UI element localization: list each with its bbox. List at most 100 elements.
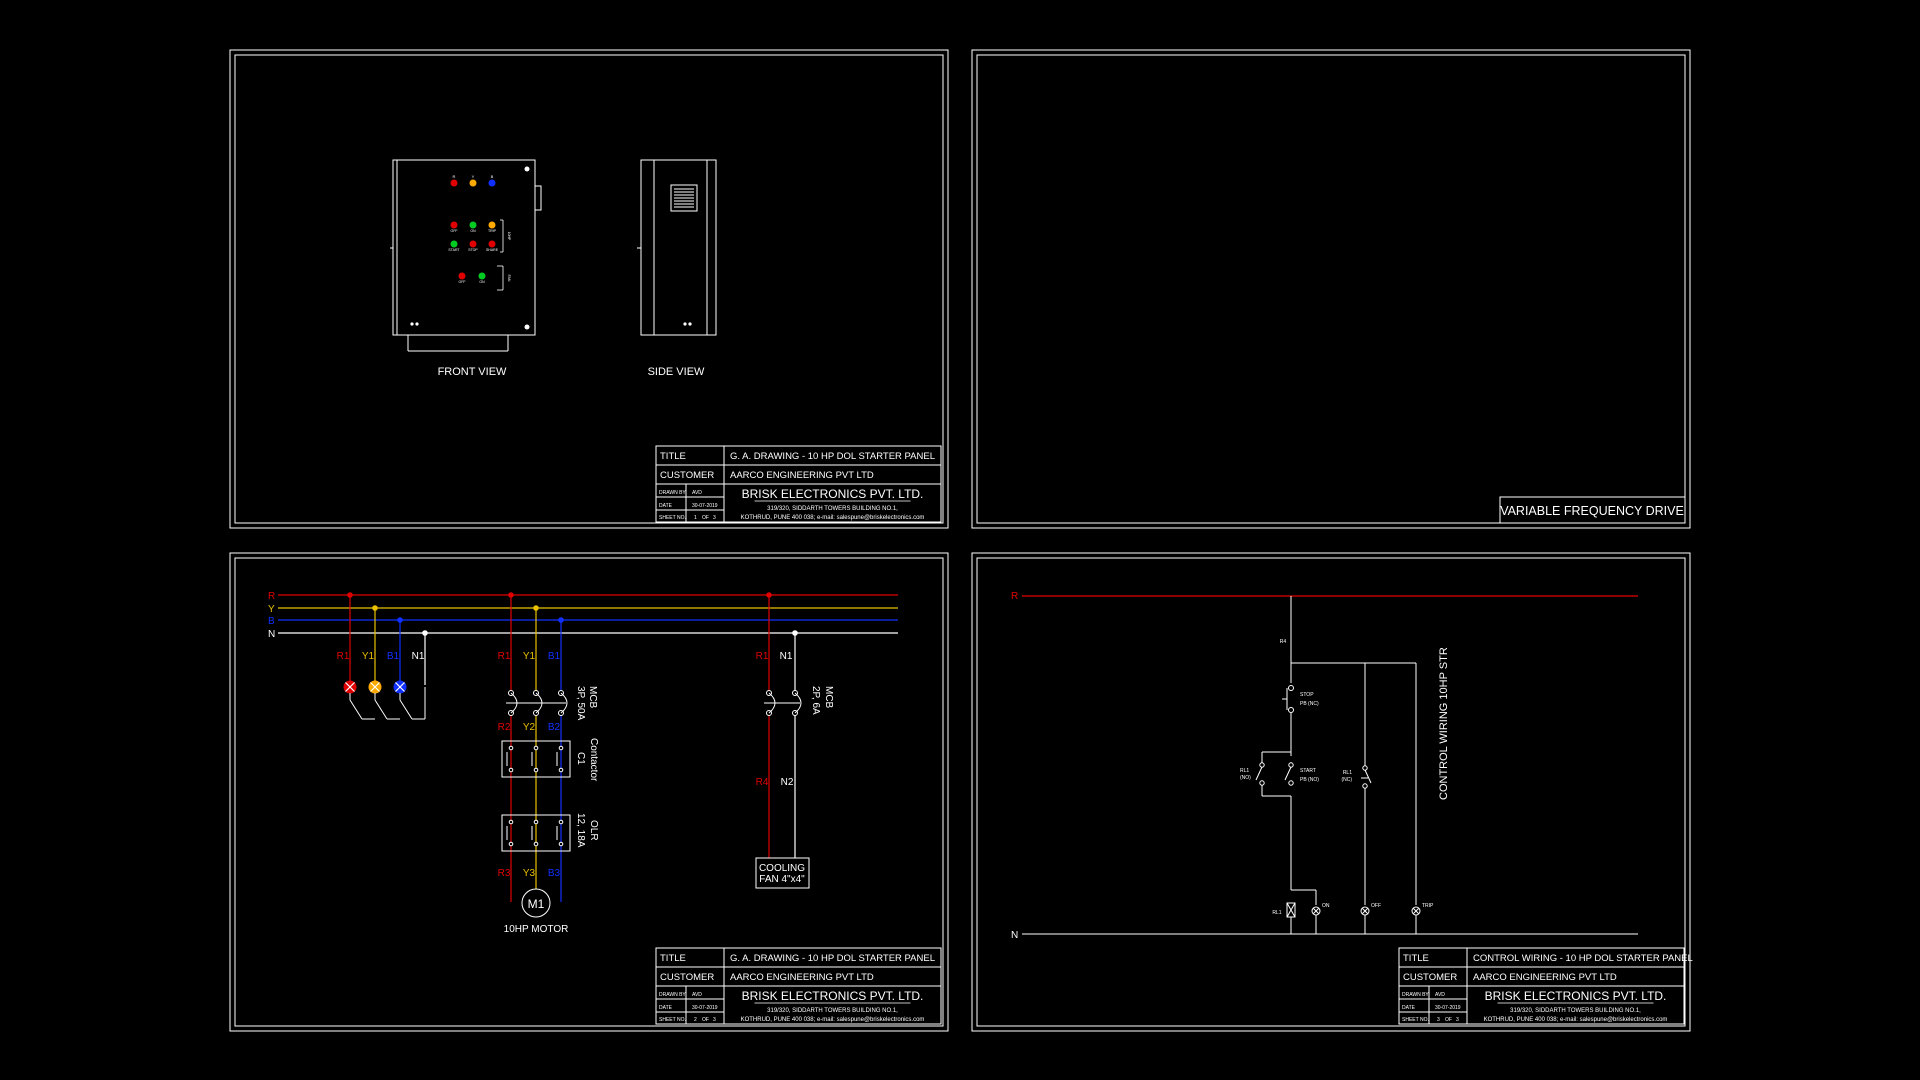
sheet-total-value: 3 [713, 1017, 716, 1023]
start-pb-label: START [1300, 768, 1316, 774]
relay-no-contact [1255, 766, 1263, 781]
olr-terminal [508, 819, 514, 825]
sheet-no-label: SHEET NO. [659, 515, 686, 521]
motor-indicator-lamp-icon [450, 221, 458, 229]
vfd-label-block: VARIABLE FREQUENCY DRIVE [1499, 496, 1686, 524]
fan-indicator-lamp-icon [458, 272, 466, 280]
group-bracket-label: 10HP [507, 232, 511, 241]
wire-number-label: R1 [756, 651, 769, 662]
phase-lamp-label: R [453, 174, 456, 179]
cooling-fan-label: COOLING [759, 863, 805, 874]
contact-terminal [558, 767, 564, 773]
wire-number-label: R3 [498, 868, 511, 879]
sheet-outer-border [971, 49, 1691, 529]
indicator-lamp-label: TRIP [488, 229, 497, 233]
front-view-label: FRONT VIEW [438, 366, 507, 378]
bus-label: N [268, 629, 275, 640]
drawing-title: CONTROL WIRING - 10 HP DOL STARTER PANEL [1473, 953, 1693, 964]
sheet-inner-border [234, 557, 944, 1027]
customer-name: AARCO ENGINEERING PVT LTD [730, 470, 874, 481]
wire-number-label: Y1 [362, 651, 375, 662]
phase-lamp-label: B [491, 174, 494, 179]
sheet-no-label: SHEET NO. [1402, 1017, 1429, 1023]
panel-side-outline [640, 159, 717, 336]
lamp-cross-line [370, 682, 380, 692]
company-name: BRISK ELECTRONICS PVT. LTD. [742, 487, 924, 501]
contactor-label: Contactor [588, 738, 599, 782]
lamp-cross-line [1412, 907, 1420, 915]
push-button-icon [469, 240, 477, 248]
push-button-icon [450, 240, 458, 248]
lamp-return-wire [399, 699, 413, 720]
trip-contact-type: (NC) [1341, 777, 1352, 783]
phase-indicator-lamp-icon [488, 179, 496, 187]
cooling-fan-box [755, 857, 810, 889]
contact-terminal [508, 767, 514, 773]
wire-number-label: R4 [1280, 639, 1287, 645]
contact-terminal [558, 745, 564, 751]
date-label: DATE [1402, 1005, 1416, 1011]
side-view-label: SIDE VIEW [648, 366, 705, 378]
stop-pb-type: PB (NC) [1300, 701, 1319, 707]
relay-nc-contact [1364, 769, 1372, 784]
wire-number-label: B3 [548, 868, 561, 879]
sheet-ga-drawing-frame [229, 49, 949, 529]
pb-terminal [1288, 685, 1294, 691]
lamp-cross-line [1361, 907, 1369, 915]
panel-screw [524, 166, 530, 172]
olr-rating: 12, 18A [575, 813, 586, 848]
wire-number-label: Y3 [523, 868, 536, 879]
lamp-cross-line [1312, 907, 1320, 915]
push-button-label: SHARE [486, 248, 499, 252]
sheet-inner-border [234, 54, 944, 524]
bus-junction-dot [422, 630, 428, 636]
olr-terminal [533, 819, 539, 825]
phase-lamp-label: Y [472, 174, 475, 179]
motor-symbol-icon [521, 888, 551, 918]
company-address-line1: 319/320, SIDDARTH TOWERS BUILDING NO.1, [767, 506, 898, 512]
customer-label: CUSTOMER [660, 470, 714, 481]
title-label: TITLE [660, 451, 686, 462]
push-button-label: STOP [468, 248, 478, 252]
drawn-by-value: AVD [692, 490, 702, 496]
contactor-id: C1 [575, 752, 586, 765]
pb-terminal [1288, 762, 1294, 768]
wire-number-label: N1 [412, 651, 425, 662]
phase-indicator-lamp-icon [450, 179, 458, 187]
mcb-contact-arc [560, 692, 568, 714]
motor-label: 10HP MOTOR [504, 924, 569, 935]
wire-number-label: R1 [498, 651, 511, 662]
wire-number-label: N1 [780, 651, 793, 662]
pb-terminal [1288, 707, 1294, 713]
sheet-total-value: 3 [713, 515, 716, 521]
wire-number-label: Y2 [523, 722, 536, 733]
mcb-main-rating: 3P, 50A [575, 686, 586, 721]
panel-screw [683, 322, 687, 326]
contactor-box [501, 740, 571, 778]
olr-terminal [533, 841, 539, 847]
customer-name: AARCO ENGINEERING PVT LTD [730, 972, 874, 983]
bus-junction-dot [397, 617, 403, 623]
company-address-line2: KOTHRUD, PUNE 400 038; e-mail: salespune… [741, 1017, 925, 1023]
panel-screw [410, 322, 414, 326]
drawn-by-label: DRAWN BY [659, 992, 686, 998]
company-address-line1: 319/320, SIDDARTH TOWERS BUILDING NO.1, [1510, 1008, 1641, 1014]
ga-side-view: SIDE VIEW [637, 159, 717, 378]
cooling-fan-size: FAN 4"x4" [759, 874, 805, 885]
indicator-lamp-label: ON [479, 280, 485, 284]
start-pb-contact [1284, 766, 1292, 781]
wire-number-label: B2 [548, 722, 561, 733]
louver-frame [670, 184, 698, 212]
hold-contact-label: RL1 [1240, 768, 1249, 774]
stop-pb-label: STOP [1300, 692, 1314, 698]
mcb-contact-arc [794, 692, 802, 714]
lamp-return-wire [349, 699, 363, 720]
panel-front-outline [392, 159, 536, 336]
customer-label: CUSTOMER [660, 972, 714, 983]
contact-terminal [533, 767, 539, 773]
relay-contact-terminal [1259, 780, 1265, 786]
sheet-inner-border [976, 54, 1686, 524]
